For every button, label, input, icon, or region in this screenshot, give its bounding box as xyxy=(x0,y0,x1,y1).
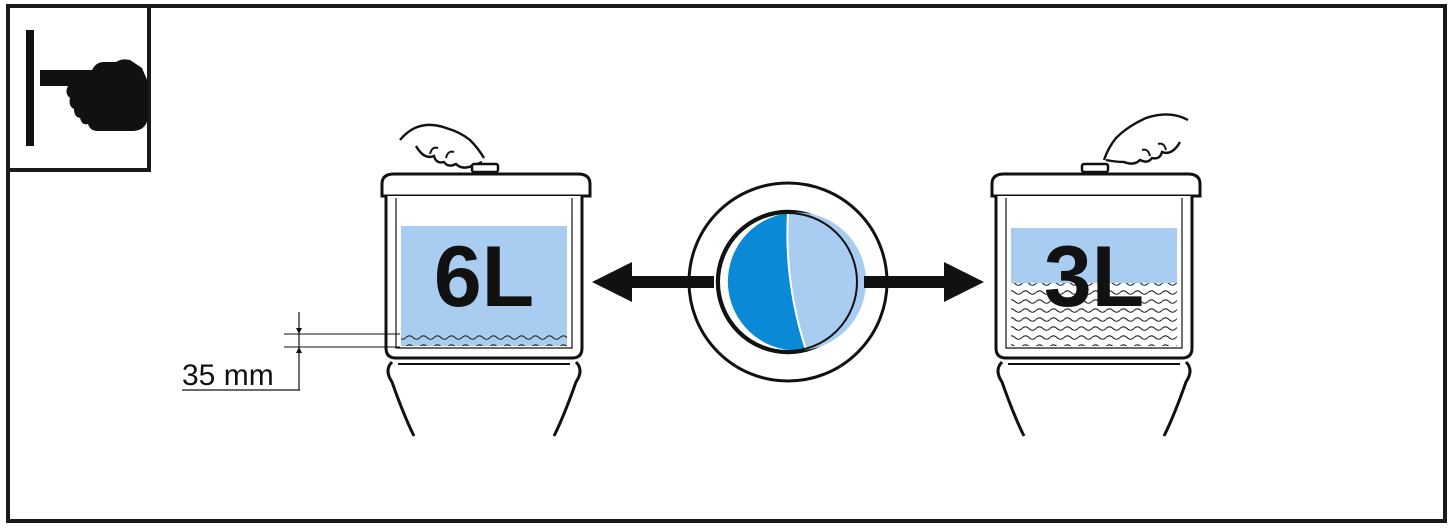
right-capacity-label: 3L xyxy=(1044,229,1144,325)
pointing-hand-icon xyxy=(26,30,148,146)
press-hand-icon xyxy=(399,123,486,169)
left-container: 6L xyxy=(380,123,592,437)
dimension-marker: 35 mm xyxy=(182,312,400,392)
arrow-left-icon xyxy=(592,262,714,302)
arrow-right-icon xyxy=(864,262,984,302)
outer-frame xyxy=(6,4,1447,523)
dimension-label: 35 mm xyxy=(182,359,274,392)
half-load-dial-icon xyxy=(687,181,889,383)
left-capacity-label: 6L xyxy=(434,229,534,325)
water-fill xyxy=(401,226,567,346)
right-container: 3L xyxy=(990,113,1202,437)
notice-box xyxy=(6,4,151,172)
press-hand-icon xyxy=(1102,113,1189,165)
